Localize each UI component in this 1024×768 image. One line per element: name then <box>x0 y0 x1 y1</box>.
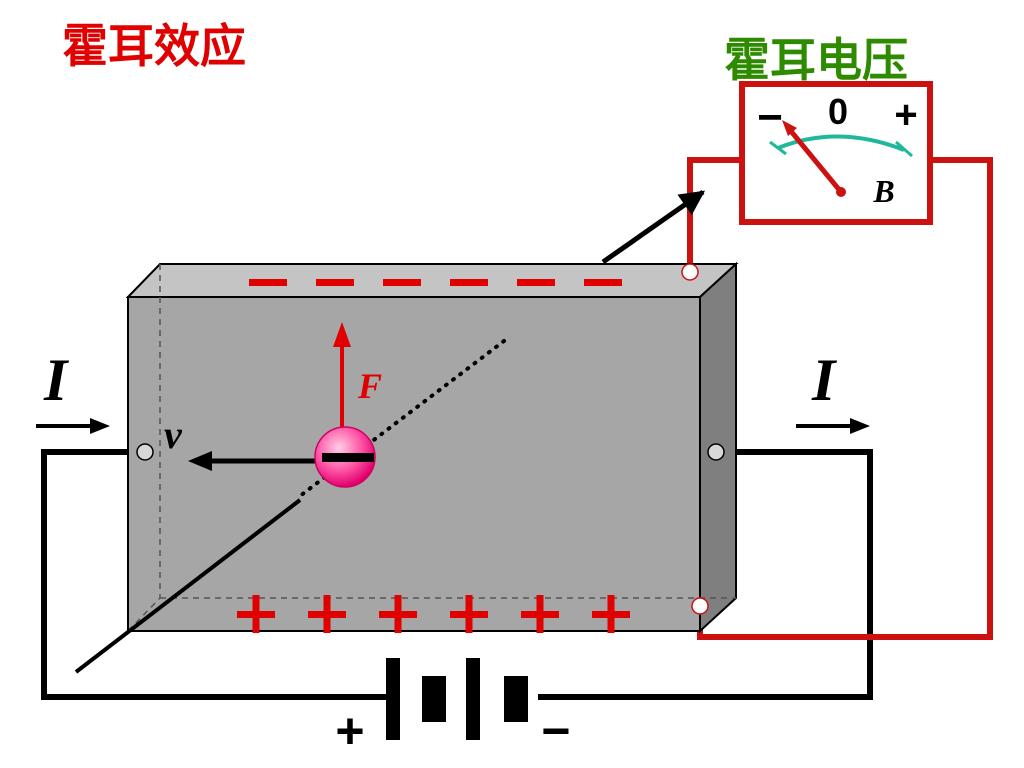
minus-charge-6 <box>584 279 622 286</box>
terminal-bottom <box>691 597 709 615</box>
meter-title: 霍耳电压 <box>724 33 908 87</box>
velocity-arrow: v <box>164 412 318 471</box>
plus-charge-vertical-4 <box>465 595 473 633</box>
terminal-left <box>136 443 154 461</box>
meter-tick-right <box>895 140 913 158</box>
velocity-label: v <box>164 412 183 457</box>
current-circuit <box>41 449 873 700</box>
plus-charge-vertical-5 <box>536 595 544 633</box>
current-label-left: I <box>36 347 110 434</box>
meter-box <box>739 81 933 225</box>
wire-right <box>538 449 873 700</box>
electron-minus-sign <box>322 453 374 462</box>
battery: + − <box>335 658 571 759</box>
semiconductor-slab <box>125 261 739 634</box>
current-left-label: I <box>43 347 70 413</box>
plus-charge-vertical-6 <box>607 595 615 633</box>
wire-left <box>41 449 390 700</box>
velocity-arrow-head <box>188 451 212 471</box>
current-left-arrow-head <box>90 418 110 434</box>
minus-charge-1 <box>249 279 287 286</box>
moving-electron <box>314 426 376 488</box>
terminal-right <box>707 443 725 461</box>
force-label: F <box>357 366 382 406</box>
battery-plate-short-1 <box>422 676 446 722</box>
negative-charges <box>249 279 622 286</box>
slab-top-face <box>125 263 739 298</box>
meter-needle <box>788 128 843 194</box>
positive-charges <box>237 595 630 633</box>
force-arrow-head <box>333 322 351 347</box>
battery-plate-short-2 <box>504 676 528 722</box>
b-line-dotted <box>298 339 506 498</box>
meter-scale-arc <box>777 134 905 152</box>
meter-zero-label: 0 <box>828 91 848 132</box>
current-right-label: I <box>811 347 838 413</box>
meter-wire-left <box>687 157 742 272</box>
meter-needle-tip <box>782 120 797 136</box>
meter-wire-right <box>697 157 993 640</box>
plus-charge-vertical-1 <box>252 595 260 633</box>
battery-plate-long-1 <box>386 658 400 740</box>
battery-plate-long-2 <box>466 658 480 740</box>
minus-charge-3 <box>383 279 421 286</box>
meter-minus-label: − <box>757 93 783 142</box>
terminal-top <box>681 263 699 281</box>
hidden-edge-diagonal <box>127 597 161 632</box>
battery-plus-label: + <box>335 703 364 759</box>
current-right-arrow-head <box>850 418 870 434</box>
pointer-arrow <box>601 189 706 265</box>
minus-charge-5 <box>517 279 555 286</box>
slab-front-face <box>127 296 701 632</box>
minus-charge-4 <box>450 279 488 286</box>
meter-tick-left <box>769 140 787 156</box>
hall-voltmeter: − 0 + B <box>739 81 933 225</box>
plus-charge-vertical-2 <box>323 595 331 633</box>
magnetic-field-line <box>74 339 506 674</box>
force-arrow: F <box>333 322 382 430</box>
meter-field-label: B <box>872 173 894 209</box>
plus-charge-vertical-3 <box>394 595 402 633</box>
current-label-right: I <box>796 347 870 434</box>
meter-plus-label: + <box>894 93 917 137</box>
b-line-solid <box>74 498 302 674</box>
page-title: 霍耳效应 <box>62 19 246 73</box>
battery-minus-label: − <box>541 703 570 759</box>
minus-charge-2 <box>316 279 354 286</box>
meter-needle-pivot <box>836 187 846 197</box>
